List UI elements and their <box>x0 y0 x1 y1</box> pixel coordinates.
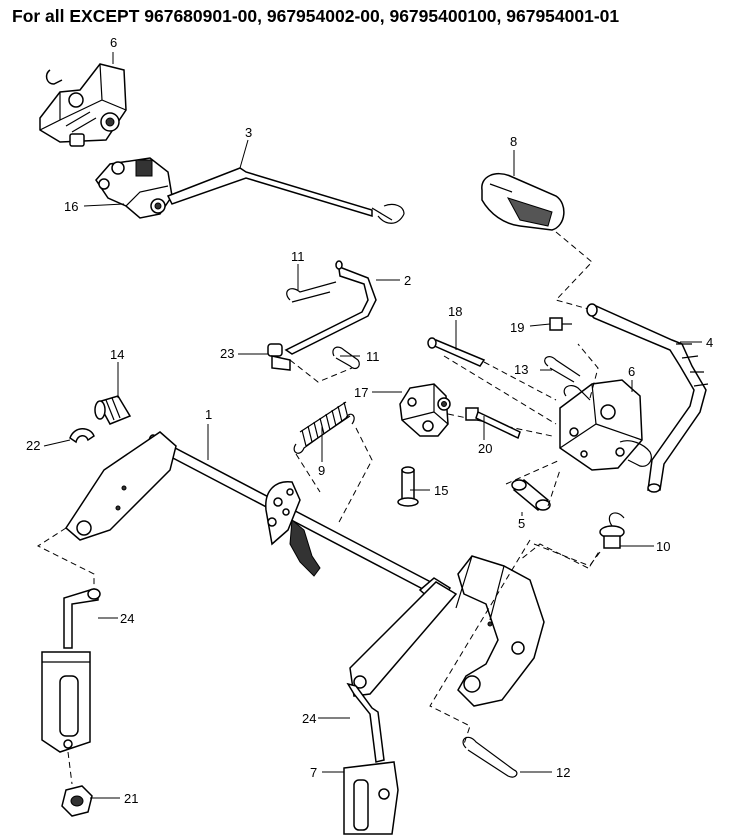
callout-24-left: 24 <box>120 611 134 626</box>
dash-1-to-10 <box>533 543 601 567</box>
part-4-handle-lever <box>586 303 709 493</box>
callout-9: 9 <box>318 463 325 478</box>
callout-21: 21 <box>124 791 138 806</box>
callout-24-right: 24 <box>302 711 316 726</box>
part-15-clevis-pin <box>397 466 419 507</box>
part-24-link-rod-left <box>63 588 101 649</box>
callout-11-upper: 11 <box>291 249 305 264</box>
callout-18: 18 <box>448 304 462 319</box>
part-24-link-rod-right <box>346 682 385 763</box>
callout-5: 5 <box>518 516 525 531</box>
part-3-rod <box>166 167 405 224</box>
part-11-hair-pin-upper <box>286 281 337 303</box>
callout-6-right: 6 <box>628 364 635 379</box>
callout-12: 12 <box>556 765 570 780</box>
diagram-title: For all EXCEPT 967680901-00, 967954002-0… <box>12 6 620 26</box>
part-23-pivot-pin <box>267 343 291 371</box>
callout-19: 19 <box>510 320 524 335</box>
part-17-bracket <box>399 383 451 437</box>
part-8-grip <box>481 172 565 231</box>
part-1-main-shaft <box>65 431 545 707</box>
dash-18 <box>483 361 557 401</box>
part-6-right-bracket <box>559 379 652 471</box>
part-12-hair-pin <box>462 736 518 778</box>
callout-20: 20 <box>478 441 492 456</box>
part-21-nut <box>61 785 93 817</box>
part-9-spring <box>293 401 355 454</box>
part-7-bracket-left <box>41 651 91 753</box>
callout-7: 7 <box>310 765 317 780</box>
callout-3: 3 <box>245 125 252 140</box>
dash-1-to-24-left <box>36 527 95 590</box>
part-22-e-clip <box>69 428 95 444</box>
callout-4: 4 <box>706 335 713 350</box>
dash-9 <box>295 427 373 525</box>
callout-2: 2 <box>404 273 411 288</box>
leader-lines <box>43 52 702 799</box>
callout-16: 16 <box>64 199 78 214</box>
dash-5-to-6 <box>505 459 561 507</box>
dash-2-to-11 <box>289 359 353 383</box>
part-18-pin <box>427 337 486 367</box>
part-7-bracket-right <box>343 761 399 835</box>
part-16-pivot-bracket <box>95 157 173 219</box>
dash-10 <box>519 543 601 569</box>
callout-13: 13 <box>514 362 528 377</box>
dash-8-to-4 <box>555 231 593 311</box>
callout-1: 1 <box>205 407 212 422</box>
dash-6-to-4 <box>577 343 599 399</box>
callout-22: 22 <box>26 438 40 453</box>
dash-7-to-21 <box>67 751 73 785</box>
part-5-spacer <box>511 478 551 512</box>
callout-6-top: 6 <box>110 35 117 50</box>
callout-23: 23 <box>220 346 234 361</box>
part-19-bolt <box>549 317 572 331</box>
part-10-spring-clip <box>599 512 625 549</box>
callout-17: 17 <box>354 385 368 400</box>
part-14-bushing <box>94 395 132 425</box>
part-20-bolt <box>465 407 521 440</box>
part-13-hair-pin <box>544 356 581 383</box>
part-2-pin-rod <box>284 260 377 355</box>
callout-10: 10 <box>656 539 670 554</box>
callout-14: 14 <box>110 347 124 362</box>
callout-15: 15 <box>434 483 448 498</box>
callout-11-lower: 11 <box>366 349 380 364</box>
callout-8: 8 <box>510 134 517 149</box>
callout-numbers: 6 3 8 16 11 2 18 19 4 23 11 14 13 6 17 1… <box>26 35 713 806</box>
part-11-hair-pin-lower <box>332 346 360 370</box>
part-6-bracket-assembly <box>39 63 127 147</box>
